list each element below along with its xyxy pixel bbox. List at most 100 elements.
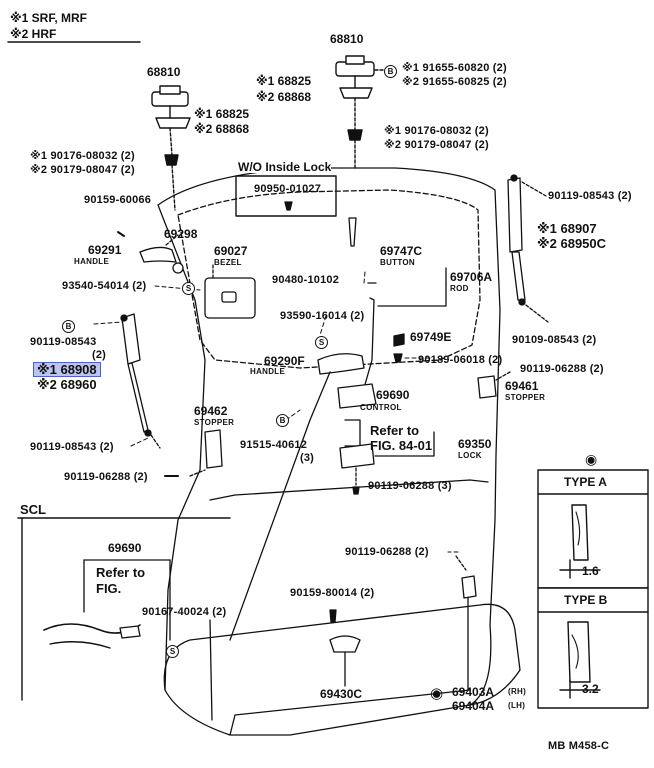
right-damper-strut xyxy=(507,174,549,323)
label-90119-08543-right: 90119-08543 (2) xyxy=(548,190,632,202)
bumper-line xyxy=(229,689,471,736)
label-90176-right: ※1 90176-08032 (2) xyxy=(384,125,489,137)
lock-cover-plug xyxy=(284,201,293,211)
label-69350: 69350 xyxy=(458,437,492,451)
label-69403a: 69403A xyxy=(452,685,495,699)
label-68868-right: ※2 68868 xyxy=(256,90,312,104)
window-outline xyxy=(177,189,481,369)
label-69749e: 69749E xyxy=(410,330,452,344)
label-91655-2: ※2 91655-60825 (2) xyxy=(402,76,507,88)
label-69747c: 69747C xyxy=(380,244,423,258)
label-93540: 93540-54014 (2) xyxy=(62,280,147,292)
label-68810-left: 68810 xyxy=(147,65,181,79)
clip-symbol-93590: S xyxy=(315,336,328,349)
label-qty3: (3) xyxy=(300,452,315,464)
label-69462: 69462 xyxy=(194,404,228,418)
label-68950c: ※2 68950C xyxy=(537,236,607,251)
label-90189: 90189-06018 (2) xyxy=(418,354,503,366)
label-91655-1: ※1 91655-60820 (2) xyxy=(402,62,507,74)
label-dim-b: 3.2 xyxy=(582,682,599,696)
type-boxes xyxy=(537,469,649,709)
label-scl: SCL xyxy=(20,502,46,517)
right-hinge xyxy=(335,55,386,171)
label-dim-a: 1.6 xyxy=(582,564,599,578)
lock-69350 xyxy=(339,443,375,469)
label-control: CONTROL xyxy=(360,403,402,412)
label-wo-inside-lock: W/O Inside Lock xyxy=(238,160,332,174)
left-hinge xyxy=(151,85,191,211)
control-69690 xyxy=(337,383,377,409)
striker-69430c xyxy=(329,635,361,653)
label-69291: 69291 xyxy=(88,243,122,257)
label-90179-left: ※2 90179-08047 (2) xyxy=(30,164,135,176)
label-69461: 69461 xyxy=(505,379,539,393)
label-68825-left: ※1 68825 xyxy=(194,107,250,121)
label-lock: LOCK xyxy=(458,451,482,460)
label-90119-06288-low: 90119-06288 (2) xyxy=(64,471,148,483)
label-68810-right: 68810 xyxy=(330,32,364,46)
label-69027: 69027 xyxy=(214,244,248,258)
label-90480: 90480-10102 xyxy=(272,274,340,286)
label-90109: 90109-08543 (2) xyxy=(512,334,597,346)
label-68907: ※1 68907 xyxy=(537,221,597,236)
clip-90189 xyxy=(393,353,403,363)
label-stopper-left: STOPPER xyxy=(194,418,235,427)
label-scl-refer: Refer to xyxy=(96,565,146,580)
label-68825-right: ※1 68825 xyxy=(256,74,312,88)
label-69404a: 69404A xyxy=(452,699,495,713)
label-stopper-right: STOPPER xyxy=(505,393,546,402)
label-68868-left: ※2 68868 xyxy=(194,122,250,136)
lock-69403a xyxy=(461,575,477,599)
label-69298: 69298 xyxy=(164,227,198,241)
scl-inset xyxy=(17,517,231,701)
label-button: BUTTON xyxy=(380,258,415,267)
label-90176-left: ※1 90176-08032 (2) xyxy=(30,150,135,162)
label-90119-06288-b: 90119-06288 (2) xyxy=(345,546,429,558)
label-rh: (RH) xyxy=(508,687,527,696)
bolt-symbol-center: B xyxy=(276,414,289,427)
label-69290f: 69290F xyxy=(264,354,305,368)
label-90159-60066: 90159-60066 xyxy=(84,194,152,206)
lock-wire xyxy=(344,419,361,447)
label-scl-69690: 69690 xyxy=(108,541,142,555)
handle-69291 xyxy=(139,246,177,263)
label-90159-80014: 90159-80014 (2) xyxy=(290,587,375,599)
label-90179-right: ※2 90179-08047 (2) xyxy=(384,139,489,151)
label-69690: 69690 xyxy=(376,388,410,402)
label-rod: ROD xyxy=(450,284,469,293)
label-90950: 90950-01027 xyxy=(254,183,322,195)
figure-code: MB M458-C xyxy=(548,740,610,752)
label-91515: 91515-40612 xyxy=(240,439,308,451)
bezel-69027 xyxy=(204,277,256,319)
label-refer-to: Refer to xyxy=(370,423,420,438)
rod-69706a xyxy=(361,297,375,396)
label-refer-fig: FIG. 84-01 xyxy=(370,438,433,453)
bushing-69298 xyxy=(172,262,184,274)
legend-note-2: ※2 HRF xyxy=(10,27,57,41)
label-handle: HANDLE xyxy=(74,257,110,266)
label-bezel: BEZEL xyxy=(214,258,242,267)
label-68908-highlighted: ※1 68908 xyxy=(33,362,101,377)
label-90167: 90167-40024 (2) xyxy=(142,606,227,618)
marker-circle-symbol: ◉ xyxy=(430,685,444,702)
release-cable xyxy=(229,371,331,641)
inside-handle-69290f xyxy=(317,353,365,375)
label-type-a: TYPE A xyxy=(564,475,607,489)
marker-circle-symbol-type: ◉ xyxy=(585,451,598,467)
stopper-69461 xyxy=(477,375,497,399)
label-type-b: TYPE B xyxy=(564,593,608,607)
bolt-symbol-left: B xyxy=(62,320,75,333)
label-90119-08543-left: 90119-08543 xyxy=(30,336,97,348)
label-scl-fig: FIG. xyxy=(96,581,122,596)
stopper-69462 xyxy=(204,429,223,469)
label-qty2: (2) xyxy=(92,349,107,361)
label-69706a: 69706A xyxy=(450,270,493,284)
leader-lines xyxy=(93,271,459,553)
label-69430c: 69430C xyxy=(320,687,363,701)
label-90119-06288-3: 90119-06288 (3) xyxy=(368,480,452,492)
clip-symbol-93540: S xyxy=(182,282,195,295)
label-90119-08543-low: 90119-08543 (2) xyxy=(30,441,114,453)
button-69747c xyxy=(348,217,357,247)
